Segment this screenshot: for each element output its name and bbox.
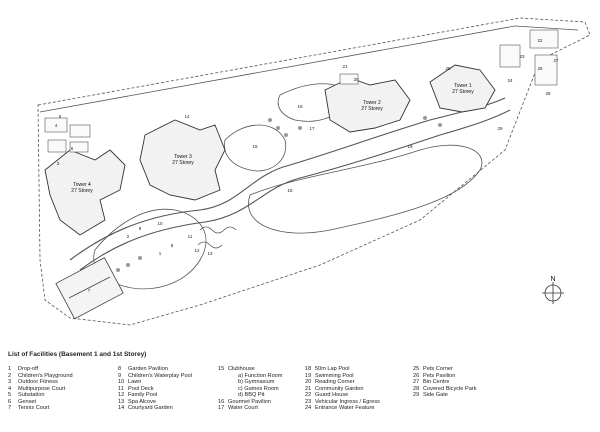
plan-label-27: 27 [553, 58, 559, 63]
tower-3 [139, 119, 226, 201]
tower-1-storey: 27 Storey [452, 89, 474, 95]
driveway [69, 97, 506, 261]
legend-item: d) BBQ Pit [238, 392, 265, 399]
plan-label-14: 14 [184, 114, 190, 119]
plan-label-6: 6 [71, 146, 74, 151]
plan-label-21: 21 [342, 64, 348, 69]
tower-3-storey: 27 Storey [172, 160, 194, 166]
tower-2 [324, 77, 411, 133]
plan-label-12: 12 [194, 248, 200, 253]
plan-label-28: 28 [545, 91, 551, 96]
plan-label-22: 22 [537, 38, 543, 43]
plan-label-1: 1 [159, 251, 162, 256]
tower-2-name: Tower 2 [363, 100, 381, 106]
plan-label-17: 17 [309, 126, 315, 131]
tower-1 [429, 64, 496, 113]
site-plan: Tower 4 27 Storey Tower 3 27 Storey Towe… [37, 17, 591, 326]
legend-item: a) Function Room [238, 372, 283, 379]
plan-label-18: 18 [287, 188, 293, 193]
plan-label-13: 13 [207, 251, 213, 256]
plan-label-25: 25 [445, 66, 451, 71]
plan-label-3: 3 [57, 161, 60, 166]
plan-label-16: 16 [297, 104, 303, 109]
tower-3-name: Tower 3 [174, 154, 192, 160]
plan-label-26: 26 [537, 66, 543, 71]
plan-label-5: 5 [59, 114, 62, 119]
plan-label-24: 24 [507, 78, 513, 83]
plan-label-7: 7 [88, 288, 91, 293]
tower-1-name: Tower 1 [454, 83, 472, 89]
plan-label-11: 11 [188, 234, 193, 239]
site-boundary [37, 17, 591, 326]
plan-label-29: 29 [497, 126, 503, 131]
north-arrow: N [542, 276, 564, 304]
tower-4 [44, 149, 126, 236]
tower-2-storey: 27 Storey [361, 106, 383, 112]
plan-label-20: 20 [353, 77, 359, 82]
plan-label-4: 4 [55, 123, 58, 128]
plan-label-19: 19 [407, 144, 413, 149]
plan-label-15: 15 [252, 144, 258, 149]
tower-4-name: Tower 4 [73, 182, 91, 188]
legend-title: List of Facilities (Basement 1 and 1st S… [8, 351, 147, 358]
tennis-court [55, 257, 124, 320]
plan-label-10: 10 [157, 221, 163, 226]
legend-item: c) Games Room [238, 385, 279, 392]
plan-label-23: 23 [519, 54, 525, 59]
legend-item: b) Gymnasium [238, 379, 275, 386]
north-label: N [550, 276, 555, 283]
plan-label-2: 2 [127, 234, 130, 239]
plan-label-8: 8 [171, 243, 174, 248]
tower-4-storey: 27 Storey [71, 188, 93, 194]
plan-label-9: 9 [139, 226, 142, 231]
